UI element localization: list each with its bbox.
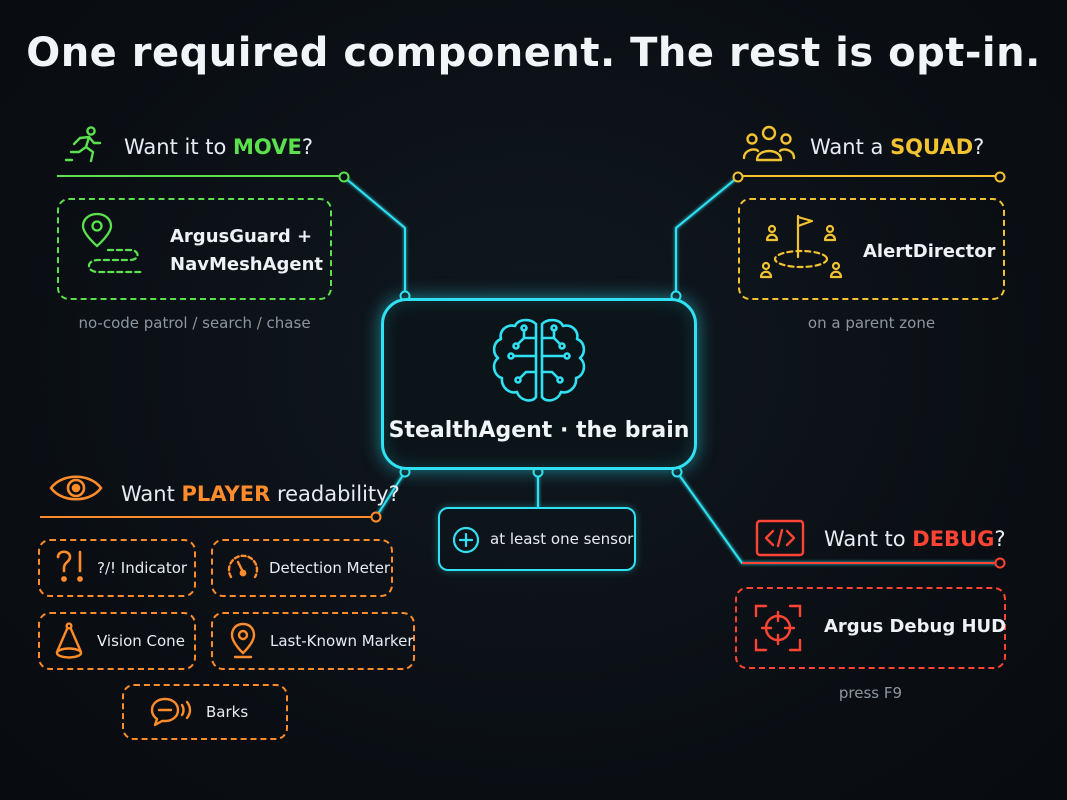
player-suffix: readability? <box>270 482 400 506</box>
detection-meter-label: Detection Meter <box>269 559 391 577</box>
crosshair-icon <box>754 604 802 652</box>
debug-hud-box[interactable] <box>735 587 1006 669</box>
brain-circuit-icon <box>492 318 586 402</box>
move-keyword: MOVE <box>233 135 302 159</box>
squad-keyword: SQUAD <box>890 135 974 159</box>
stealthagent-box[interactable] <box>381 298 697 470</box>
stealthagent-label: StealthAgent · the brain <box>388 418 690 443</box>
debug-prefix: Want to <box>824 527 913 551</box>
wire-move <box>343 176 406 296</box>
last-known-marker-box[interactable] <box>211 612 415 670</box>
debug-caption: press F9 <box>838 684 903 702</box>
move-node <box>338 171 350 183</box>
location-pin-icon <box>230 622 256 659</box>
argusguard-label-line2: NavMeshAgent <box>170 254 324 275</box>
eye-icon <box>49 475 103 501</box>
debug-header: Want to DEBUG? <box>824 527 1006 551</box>
squad-left-node <box>732 171 744 183</box>
question-exclamation-icon <box>56 550 83 582</box>
speech-bubble-icon <box>150 697 192 727</box>
vision-cone-label: Vision Cone <box>97 632 185 650</box>
vision-cone-box[interactable] <box>38 612 196 670</box>
argusguard-label-line1: ArgusGuard + <box>170 226 313 247</box>
barks-box[interactable] <box>122 684 288 740</box>
squad-header: Want a SQUAD? <box>810 135 984 159</box>
sensor-box[interactable] <box>438 507 636 571</box>
wire-player <box>375 471 406 518</box>
group-icon <box>742 125 796 162</box>
indicator-label: ?/! Indicator <box>97 559 188 577</box>
running-person-icon <box>64 126 102 163</box>
indicator-box[interactable] <box>38 539 196 597</box>
argusguard-box[interactable] <box>57 198 332 300</box>
last-known-marker-label: Last-Known Marker <box>270 632 414 650</box>
debug-keyword: DEBUG <box>912 527 995 551</box>
squad-caption: on a parent zone <box>807 314 936 332</box>
move-header: Want it to MOVE? <box>124 135 313 159</box>
squad-flag-icon <box>759 214 843 279</box>
move-caption: no-code patrol / search / chase <box>78 314 311 332</box>
alertdirector-box[interactable] <box>738 198 1005 300</box>
gauge-icon <box>227 554 259 579</box>
squad-prefix: Want a <box>810 135 891 159</box>
page-title: One required component. The rest is opt-… <box>26 30 1041 76</box>
player-keyword: PLAYER <box>181 482 271 506</box>
plus-circle-icon <box>452 526 480 554</box>
move-suffix: ? <box>301 135 313 159</box>
debug-hud-label: Argus Debug HUD <box>824 616 1007 637</box>
wire-squad <box>675 176 739 296</box>
cone-icon <box>55 622 83 659</box>
code-icon <box>755 519 805 557</box>
player-node <box>370 511 382 523</box>
squad-right-node <box>994 171 1006 183</box>
sensor-label: at least one sensor <box>490 530 634 548</box>
squad-suffix: ? <box>973 135 985 159</box>
patrol-path-icon <box>81 212 146 274</box>
player-header: Want PLAYER readability? <box>121 482 400 506</box>
detection-meter-box[interactable] <box>211 539 393 597</box>
player-prefix: Want <box>121 482 182 506</box>
move-prefix: Want it to <box>124 135 234 159</box>
barks-label: Barks <box>206 703 249 721</box>
alertdirector-label: AlertDirector <box>863 241 996 262</box>
debug-suffix: ? <box>994 527 1006 551</box>
debug-node <box>994 557 1006 569</box>
